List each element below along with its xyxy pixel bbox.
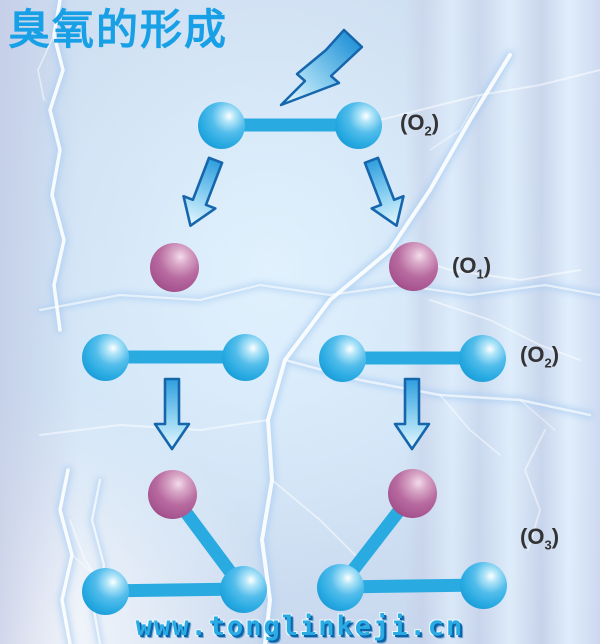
oxygen-atom	[82, 568, 129, 615]
label-text: (O	[452, 253, 477, 278]
free-oxygen-atom	[389, 242, 438, 291]
label-text: )	[431, 110, 440, 135]
arrow-down-left-icon	[173, 152, 233, 234]
arrow-down-icon	[393, 377, 431, 451]
arrow-down-icon	[153, 377, 191, 451]
label-text: )	[551, 342, 560, 367]
oxygen-atom	[198, 102, 245, 149]
label-o2-mid: (O2)	[520, 342, 559, 370]
molecular-bonds	[104, 118, 484, 598]
oxygen-atom	[459, 335, 506, 382]
oxygen-atom	[319, 335, 366, 382]
lightning-bolt-icon	[279, 28, 364, 107]
label-text: (O	[520, 524, 545, 549]
label-text: (O	[520, 342, 545, 367]
label-subscript: 1	[476, 266, 484, 282]
free-oxygen-atom	[150, 243, 199, 292]
label-o2-top: (O2)	[400, 110, 439, 138]
label-subscript: 3	[544, 537, 552, 553]
label-text: )	[483, 253, 492, 278]
label-subscript: 2	[424, 123, 432, 139]
free-oxygen-atom	[148, 470, 197, 519]
watermark-url: www.tonglinkeji.cn	[135, 611, 465, 642]
label-text: )	[551, 524, 560, 549]
label-o1: (O1)	[452, 253, 491, 281]
label-subscript: 2	[544, 355, 552, 371]
oxygen-atom	[460, 562, 507, 609]
label-o3: (O3)	[520, 524, 559, 552]
free-oxygen-atom	[388, 469, 437, 518]
page-title: 臭氧的形成	[8, 8, 229, 54]
oxygen-atom	[317, 564, 364, 611]
arrow-down-right-icon	[354, 152, 414, 234]
oxygen-atom	[82, 334, 129, 381]
oxygen-atom	[222, 334, 269, 381]
oxygen-atom	[220, 566, 267, 613]
background-light-bands	[405, 0, 600, 644]
oxygen-atom	[335, 102, 382, 149]
label-text: (O	[400, 110, 425, 135]
